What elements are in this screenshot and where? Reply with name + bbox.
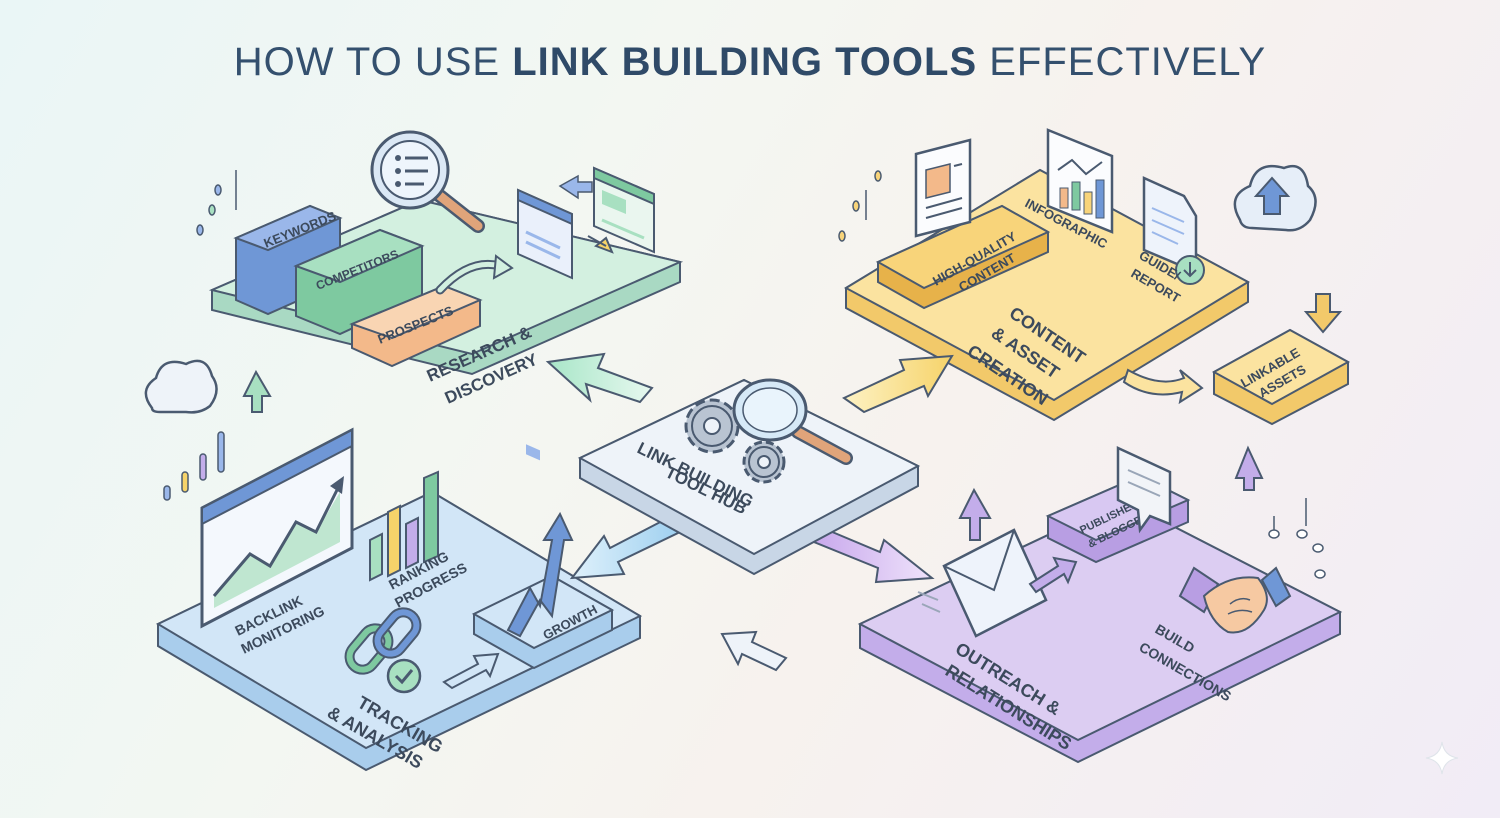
arrow-left-icon <box>558 174 593 200</box>
envelope-icon <box>917 528 1048 638</box>
arrow-diagonal-icon <box>1028 556 1078 594</box>
tracking-analysis-section: GROWTH BACKLINK MONITORING RANKING PROGR… <box>144 359 643 773</box>
decorative-dots <box>838 170 882 242</box>
handshake-icon <box>1178 566 1292 634</box>
cloud-icon <box>144 359 218 414</box>
gear-icon <box>742 440 786 484</box>
research-discovery-section: KEYWORDS COMPETITORS PROSPECTS <box>196 130 684 461</box>
arrow-up-icon <box>242 369 272 413</box>
hub-to-content-arrow <box>842 354 954 414</box>
arrow-up-icon <box>1234 445 1264 491</box>
content-to-assets-arrow <box>1122 368 1204 405</box>
sparkle-icon <box>1425 741 1459 775</box>
outreach-platform <box>857 498 1343 742</box>
decorative-bars <box>163 431 225 501</box>
title-prefix: HOW TO USE <box>233 40 513 84</box>
guide-report-icon <box>1142 176 1205 285</box>
decorative-dots <box>196 170 237 236</box>
link-building-tool-hub: LINK BUILDING TOOL HUB <box>577 378 921 576</box>
arrow-diagonal-icon <box>442 652 500 690</box>
title-bold: LINK BUILDING TOOLS <box>512 40 978 84</box>
backlink-monitor-icon <box>200 427 354 629</box>
cloud-upload-icon <box>1233 164 1317 232</box>
hub-to-research-arrow <box>545 352 654 404</box>
outreach-relationships-section: PUBLISHERS & BLOGGERS BUILD CONNECTIONS … <box>857 445 1343 764</box>
page-title: HOW TO USE LINK BUILDING TOOLS EFFECTIVE… <box>0 40 1500 85</box>
browser-window-icon <box>593 166 655 254</box>
prospects-block <box>349 284 483 340</box>
browser-window-icon <box>517 188 573 461</box>
linkable-assets-block <box>1211 328 1351 406</box>
document-icon <box>914 138 972 238</box>
arrow-up-icon <box>958 487 992 541</box>
title-suffix: EFFECTIVELY <box>977 40 1267 84</box>
keywords-block <box>233 204 343 252</box>
magnifier-icon <box>732 378 853 465</box>
arrow-down-icon <box>587 235 614 254</box>
content-asset-section: HIGH-QUALITY CONTENT INFOGRAPHIC GUIDE/ … <box>838 128 1351 426</box>
competitors-block <box>293 228 425 284</box>
hub-to-outreach-arrow <box>812 524 935 584</box>
chain-link-icon <box>344 607 422 694</box>
gear-icon <box>684 398 740 454</box>
infographic-chart-icon <box>1046 128 1114 234</box>
arrow-down-icon <box>1303 293 1343 334</box>
decorative-dots <box>1268 498 1326 579</box>
magnifier-icon <box>370 130 485 233</box>
hub-to-tracking-arrow <box>569 516 682 580</box>
arrow-diagonal-icon <box>720 630 788 672</box>
chat-bubble-icon <box>1116 446 1172 534</box>
ranking-bars-icon <box>369 470 439 582</box>
growth-arrow-icon <box>506 511 574 638</box>
